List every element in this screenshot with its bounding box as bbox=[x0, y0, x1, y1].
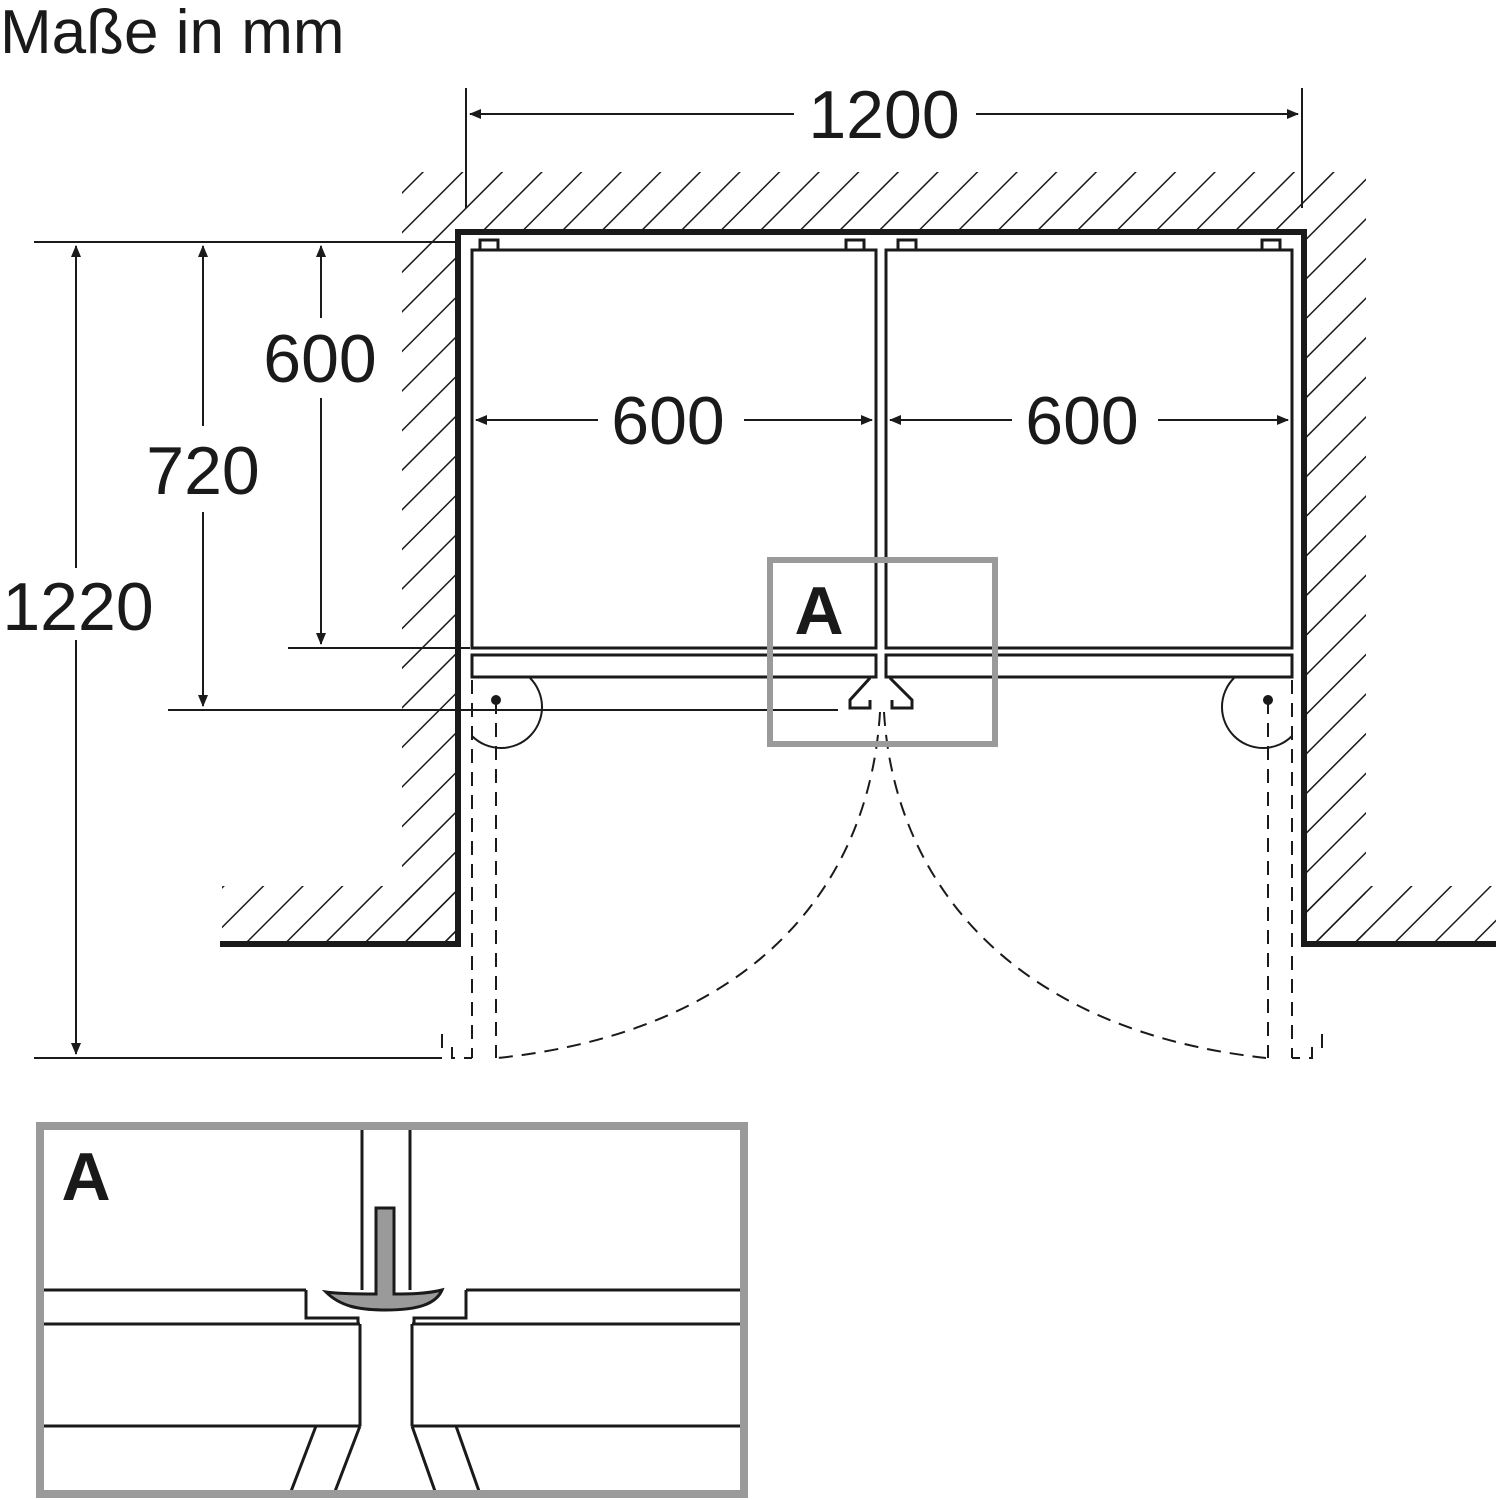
dim-right-niche-width: 600 bbox=[1025, 383, 1138, 459]
detail-inset: A bbox=[36, 1122, 748, 1498]
connector-detail bbox=[321, 1206, 445, 1312]
hinge-right bbox=[1221, 677, 1293, 749]
dim-total-width: 1200 bbox=[808, 77, 959, 153]
appliance-right bbox=[884, 238, 1294, 679]
dim-left-niche-width: 600 bbox=[611, 383, 724, 459]
dim-depth-door-open: 1220 bbox=[2, 569, 153, 645]
page-title: Maße in mm bbox=[0, 0, 344, 67]
dim-body-depth: 600 bbox=[263, 321, 376, 397]
extension-lines bbox=[34, 88, 1303, 1059]
dimension-lines bbox=[71, 109, 1299, 1055]
connector-piece bbox=[848, 676, 914, 710]
detail-inset-frame bbox=[36, 1122, 748, 1498]
detail-marker-label: A bbox=[794, 573, 843, 649]
niche-wall-outline bbox=[220, 229, 1496, 947]
detail-inset-label: A bbox=[61, 1139, 110, 1215]
door-swing bbox=[441, 680, 1323, 1059]
wall-hatching bbox=[222, 172, 1496, 942]
appliance-left bbox=[470, 238, 878, 679]
hinge-left bbox=[471, 677, 543, 749]
detail-marker-frame bbox=[767, 557, 998, 747]
dim-depth-with-door: 720 bbox=[146, 433, 259, 509]
